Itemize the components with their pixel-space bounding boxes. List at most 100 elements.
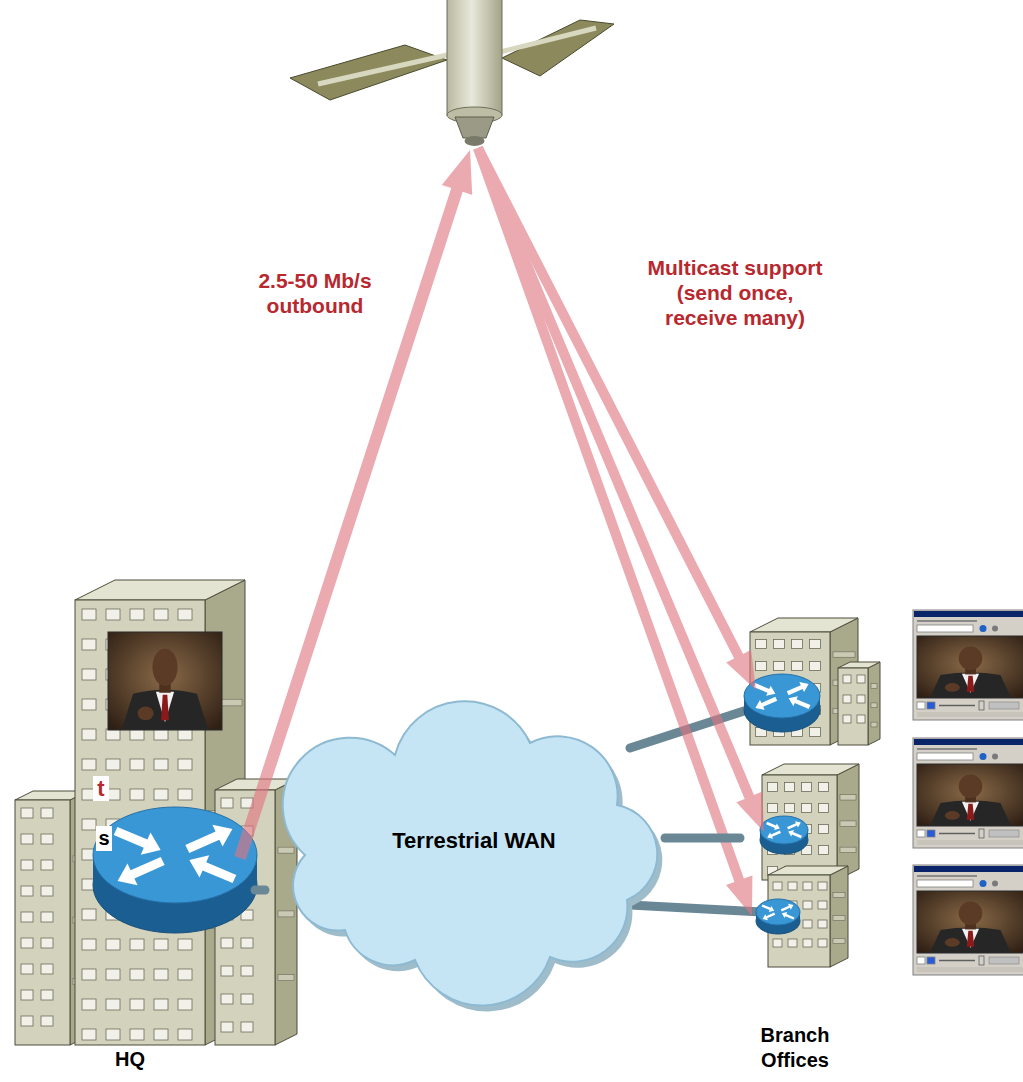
building-window xyxy=(857,695,865,703)
building-window xyxy=(818,920,827,928)
tie xyxy=(967,931,974,947)
building-window xyxy=(833,939,845,944)
building-window xyxy=(41,990,53,1000)
building-window xyxy=(41,860,53,870)
node-label: Terrestrial WAN xyxy=(392,827,555,854)
router-arrow xyxy=(755,697,777,710)
building-window xyxy=(130,789,144,800)
status-bar xyxy=(917,967,1023,972)
label-holder: Multicast support (send once, receive ma… xyxy=(640,255,830,330)
building-window xyxy=(130,1029,144,1040)
building-roof xyxy=(750,618,858,632)
building-window xyxy=(130,729,144,740)
building-window xyxy=(857,675,865,683)
building-window xyxy=(221,1022,233,1032)
router-arrow xyxy=(788,830,802,838)
panel-boom xyxy=(500,28,596,52)
head xyxy=(959,647,983,671)
building-window xyxy=(871,703,877,708)
building-window xyxy=(178,939,192,950)
router-arrow xyxy=(766,822,780,830)
shirt xyxy=(962,674,979,693)
building-window xyxy=(840,847,856,852)
window-frame xyxy=(913,610,1023,720)
building-window xyxy=(178,1029,192,1040)
building-window xyxy=(278,847,294,853)
shirt xyxy=(962,802,979,821)
building-window xyxy=(810,640,821,649)
building-window xyxy=(785,783,795,792)
building-window xyxy=(41,938,53,948)
building-window xyxy=(154,939,168,950)
seek-slider xyxy=(939,833,975,835)
building-window xyxy=(221,966,233,976)
building-window xyxy=(130,759,144,770)
dropdown xyxy=(917,880,973,887)
building-window xyxy=(840,795,856,800)
suit xyxy=(122,690,209,730)
building-window xyxy=(840,821,856,826)
router-arrow xyxy=(189,855,236,883)
building-window xyxy=(221,798,233,808)
dropdown xyxy=(917,753,973,760)
video-frame xyxy=(917,764,1023,826)
building-window xyxy=(774,662,785,671)
building-window xyxy=(756,640,767,649)
building-window xyxy=(803,882,812,890)
building-window xyxy=(802,804,812,813)
building-window xyxy=(106,969,120,980)
building-window xyxy=(843,695,851,703)
building-window xyxy=(774,640,785,649)
slider-thumb xyxy=(979,701,984,710)
head xyxy=(152,649,177,686)
cropped-text: s xyxy=(96,826,112,851)
photo-ground xyxy=(917,764,1023,826)
building-window xyxy=(106,939,120,950)
stop-button xyxy=(927,830,935,837)
building-window xyxy=(106,1029,120,1040)
building-window xyxy=(178,789,192,800)
building-window xyxy=(21,834,33,844)
wan-cloud: Terrestrial WAN xyxy=(265,705,665,975)
router-arrow xyxy=(114,827,161,855)
building-window xyxy=(21,1016,33,1026)
building-window xyxy=(818,882,827,890)
toolbar-button xyxy=(980,625,987,632)
building-window xyxy=(803,920,812,928)
building-window xyxy=(773,882,782,890)
toolbar-button xyxy=(992,626,998,632)
photo-frame xyxy=(917,891,1023,953)
building-window xyxy=(810,662,821,671)
router-top xyxy=(760,816,808,844)
building-window xyxy=(21,860,33,870)
shirt xyxy=(962,929,979,948)
label-holder: t xyxy=(93,776,109,801)
building-window xyxy=(41,886,53,896)
router-arrow xyxy=(789,696,811,709)
multicast-note: Multicast support (send once, receive ma… xyxy=(640,255,830,330)
toolbar-button xyxy=(992,754,998,760)
wan-link xyxy=(630,905,762,912)
office-building xyxy=(838,662,880,745)
slider-thumb xyxy=(979,956,984,965)
router-arrows xyxy=(114,825,237,886)
building-window xyxy=(819,846,829,855)
building-window xyxy=(82,729,96,740)
building-window xyxy=(788,882,797,890)
building-window xyxy=(241,966,253,976)
building-window xyxy=(833,652,855,657)
building-side xyxy=(868,662,880,745)
toolbar-button xyxy=(980,880,987,887)
stop-button xyxy=(927,702,935,709)
building-window xyxy=(82,969,96,980)
building-roof xyxy=(838,662,880,668)
suit xyxy=(930,801,1011,826)
play-button xyxy=(917,830,925,837)
building-front xyxy=(15,800,70,1045)
video-frame xyxy=(917,891,1023,953)
router-icon xyxy=(760,816,808,854)
cropped-text: t xyxy=(93,776,109,801)
tie xyxy=(967,676,974,692)
router-arrow xyxy=(762,904,775,912)
